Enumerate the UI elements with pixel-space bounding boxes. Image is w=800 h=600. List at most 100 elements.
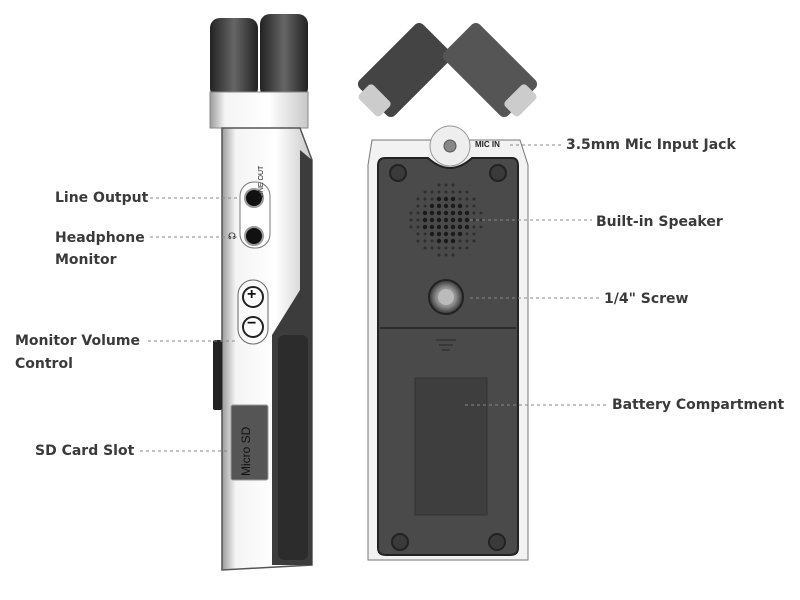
speaker-hole — [451, 183, 455, 187]
speaker-hole — [443, 224, 449, 230]
speaker-hole — [465, 190, 469, 194]
speaker-hole — [436, 231, 442, 237]
label-volume-line2: Control — [15, 356, 73, 372]
label-line-output: Line Output — [55, 190, 149, 206]
speaker-hole — [443, 203, 449, 209]
leader-lines — [140, 144, 608, 452]
speaker-hole — [443, 210, 449, 216]
speaker-hole — [429, 224, 435, 230]
speaker-hole — [458, 246, 462, 250]
speaker-hole — [444, 246, 448, 250]
speaker-hole — [465, 239, 469, 243]
speaker-hole — [437, 190, 441, 194]
speaker-hole — [472, 197, 476, 201]
speaker-hole — [444, 190, 448, 194]
mic-in-jack — [443, 139, 457, 153]
volume-down-button[interactable]: − — [247, 315, 257, 332]
speaker-hole — [429, 217, 435, 223]
speaker-hole — [479, 218, 483, 222]
speaker-hole — [423, 246, 427, 250]
speaker-hole — [436, 238, 442, 244]
speaker-hole — [450, 210, 456, 216]
speaker-hole — [450, 217, 456, 223]
label-battery: Battery Compartment — [612, 397, 785, 413]
speaker-hole — [458, 239, 462, 243]
speaker-hole — [429, 231, 435, 237]
speaker-hole — [472, 211, 476, 215]
sd-slot — [230, 404, 269, 481]
speaker-hole — [437, 246, 441, 250]
speaker-hole — [450, 203, 456, 209]
speaker-hole — [429, 203, 435, 209]
speaker-hole — [423, 204, 427, 208]
speaker-hole — [472, 232, 476, 236]
headphone-jack — [244, 226, 264, 246]
speaker-hole — [430, 239, 434, 243]
right-mic-capsule — [260, 14, 308, 98]
speaker-hole — [443, 217, 449, 223]
left-mic-capsule — [210, 18, 258, 98]
speaker-hole — [457, 210, 463, 216]
side-view-device — [209, 14, 313, 571]
speaker-hole — [465, 246, 469, 250]
speaker-hole — [436, 203, 442, 209]
speaker-hole — [465, 204, 469, 208]
volume-wheel — [213, 340, 222, 410]
speaker-hole — [444, 253, 448, 257]
speaker-hole — [430, 246, 434, 250]
label-headphone-line1: Headphone — [55, 230, 145, 246]
speaker-hole — [429, 210, 435, 216]
speaker-hole — [423, 239, 427, 243]
speaker-hole — [458, 197, 462, 201]
speaker-hole — [409, 225, 413, 229]
speaker-hole — [457, 231, 463, 237]
speaker-hole — [450, 238, 456, 244]
speaker-hole — [422, 217, 428, 223]
speaker-hole — [437, 253, 441, 257]
speaker-hole — [409, 211, 413, 215]
line-out-marking: LINE OUT — [258, 165, 265, 198]
speaker-hole — [465, 197, 469, 201]
speaker-hole — [443, 238, 449, 244]
label-headphone-line2: Monitor — [55, 252, 117, 268]
headphone-icon: ☊ — [228, 231, 236, 241]
speaker-hole — [423, 197, 427, 201]
speaker-hole — [443, 231, 449, 237]
label-speaker: Built-in Speaker — [596, 214, 723, 230]
speaker-hole — [450, 196, 456, 202]
speaker-hole — [430, 190, 434, 194]
label-mic-jack: 3.5mm Mic Input Jack — [566, 137, 736, 153]
volume-up-button[interactable]: + — [247, 286, 257, 303]
speaker-hole — [436, 210, 442, 216]
speaker-hole — [451, 190, 455, 194]
mic-in-marking: MIC IN — [475, 140, 500, 149]
speaker-hole — [437, 183, 441, 187]
speaker-hole — [472, 225, 476, 229]
speaker-hole — [430, 197, 434, 201]
micro-sd-marking: Micro SD — [239, 426, 253, 476]
corner-screws — [389, 164, 507, 551]
line-out-jack — [244, 188, 264, 208]
speaker-hole — [436, 196, 442, 202]
speaker-hole — [465, 232, 469, 236]
speaker-hole — [416, 239, 420, 243]
speaker-hole — [472, 218, 476, 222]
speaker-hole — [464, 210, 470, 216]
speaker-hole — [416, 204, 420, 208]
speaker-hole — [457, 224, 463, 230]
label-screw: 1/4" Screw — [604, 291, 689, 307]
speaker-hole — [457, 217, 463, 223]
speaker-hole — [436, 224, 442, 230]
battery-window — [414, 377, 488, 516]
label-sd-slot: SD Card Slot — [35, 443, 135, 459]
speaker-hole — [416, 225, 420, 229]
speaker-grille — [409, 183, 483, 257]
speaker-hole — [416, 197, 420, 201]
speaker-hole — [472, 204, 476, 208]
speaker-hole — [450, 231, 456, 237]
speaker-hole — [423, 232, 427, 236]
speaker-hole — [464, 217, 470, 223]
speaker-hole — [457, 203, 463, 209]
